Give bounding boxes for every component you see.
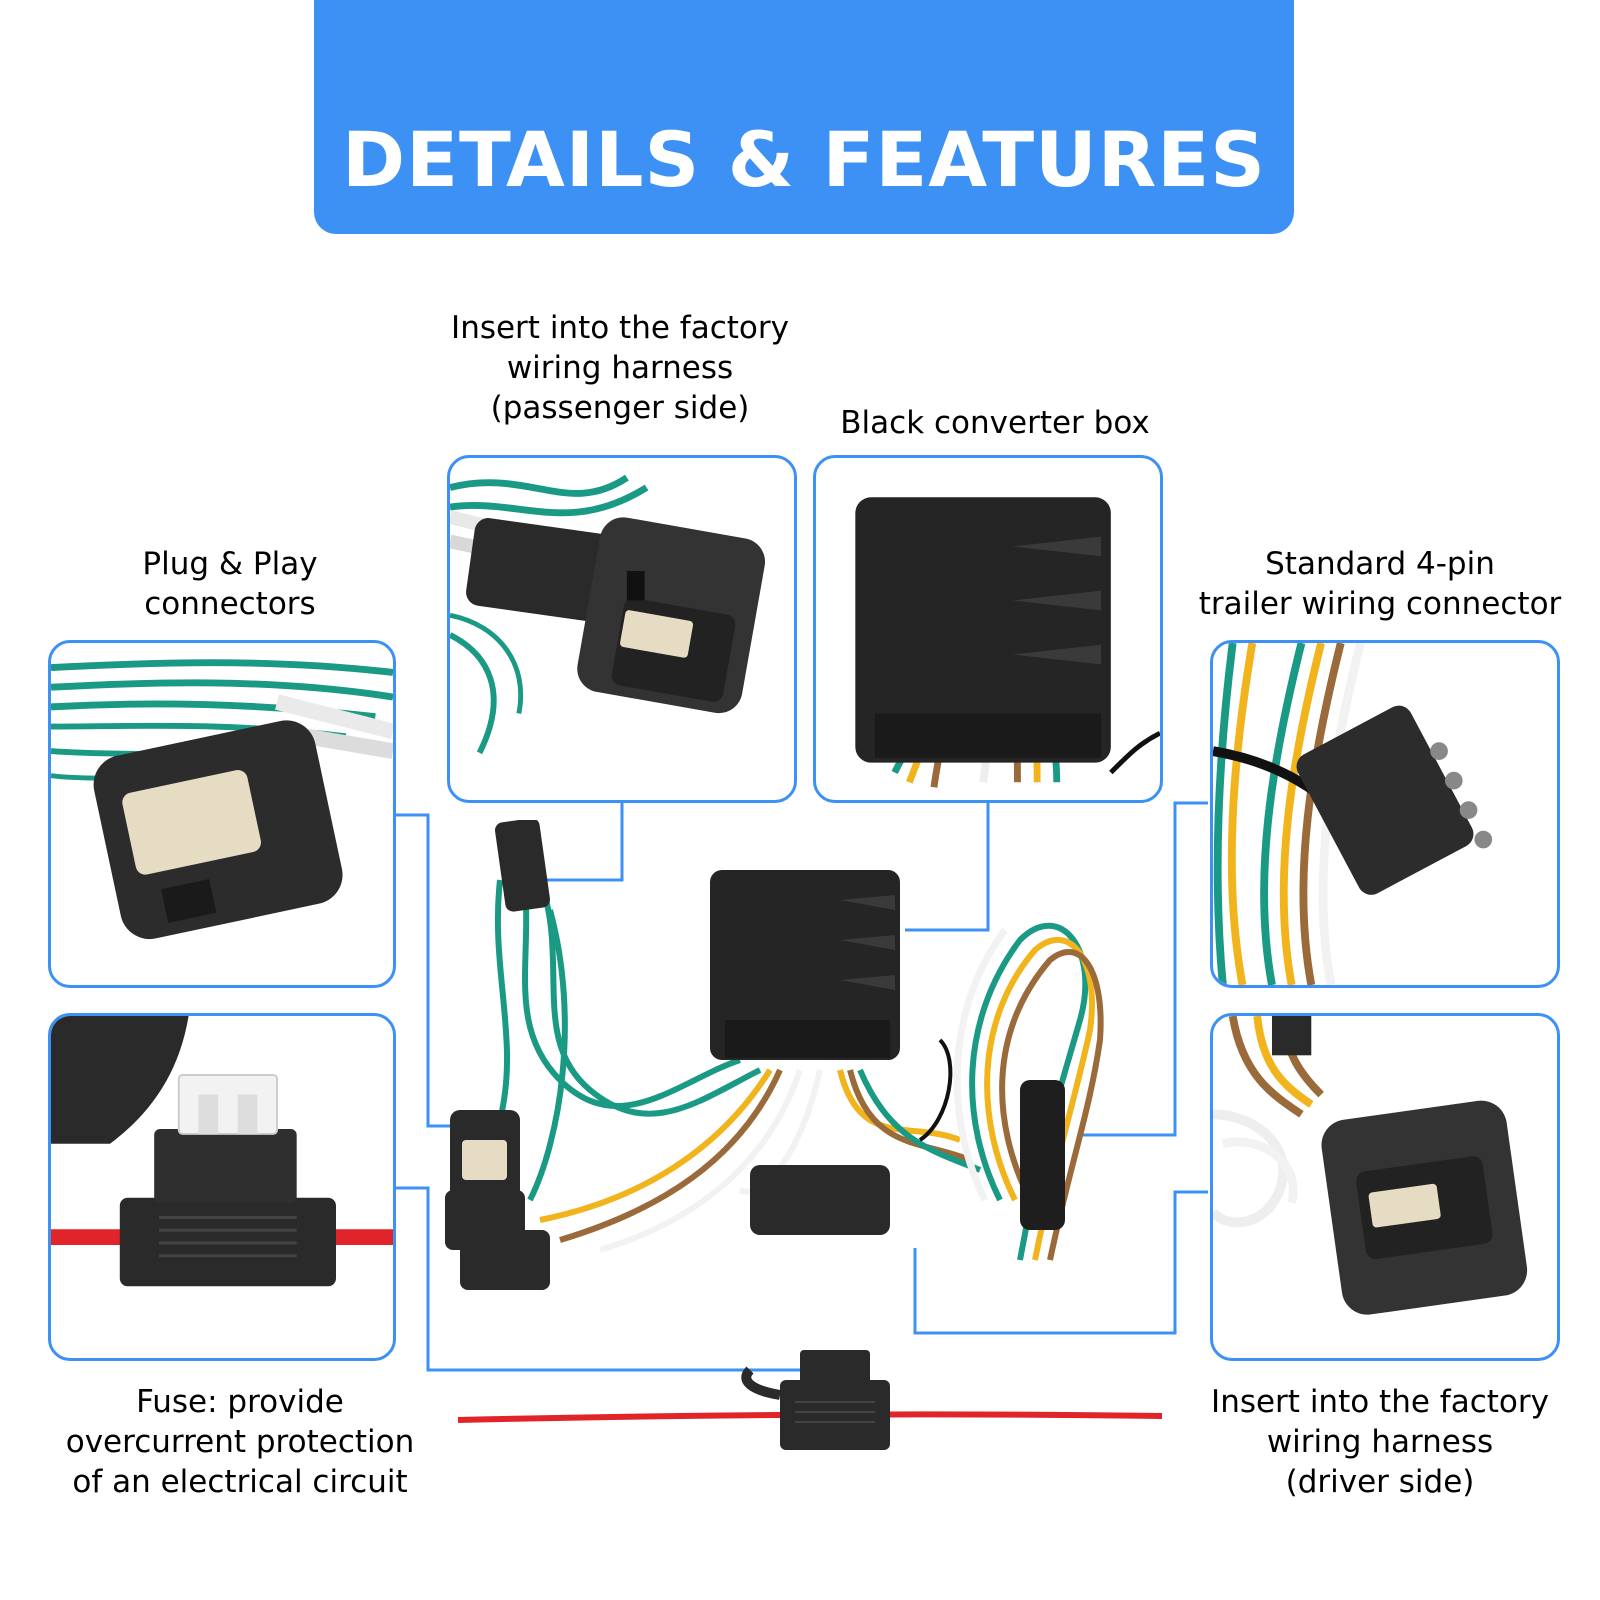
label-line: of an electrical circuit [72,1464,408,1500]
panel-4pin-connector [1210,640,1560,988]
fuse-icon [51,1016,393,1287]
label-converter-box: Black converter box [805,403,1185,443]
label-fuse: Fuse: provide overcurrent protection of … [40,1382,440,1502]
label-plug-and-play: Plug & Play connectors [50,544,410,624]
label-line: Plug & Play [142,546,318,582]
fuse-holder-image [450,1340,1170,1470]
panel-driver-connector [1210,1013,1560,1361]
connector-icon [51,659,393,940]
label-passenger-side: Insert into the factory wiring harness (… [440,308,800,428]
label-line: (passenger side) [490,390,750,426]
label-line: (driver side) [1285,1464,1475,1500]
converter-box-icon [855,497,1160,788]
panel-fuse [48,1013,396,1361]
label-line: Standard 4-pin [1265,546,1495,582]
product-harness-image [440,820,1160,1340]
label-line: connectors [144,586,316,622]
panel-plug-and-play [48,640,396,988]
label-standard-4pin: Standard 4-pin trailer wiring connector [1180,544,1580,624]
four-pin-plug-icon [1213,643,1493,985]
label-line: overcurrent protection [65,1424,415,1460]
label-line: Black converter box [840,405,1150,441]
fuse-icon [457,1350,1163,1450]
connector-icon [450,474,766,755]
label-driver-side: Insert into the factory wiring harness (… [1180,1382,1580,1502]
label-line: Insert into the factory [1211,1384,1549,1420]
label-line: Insert into the factory [451,310,789,346]
connector-icon [1213,1016,1528,1315]
panel-converter-box [813,455,1163,803]
label-line: Fuse: provide [136,1384,344,1420]
label-line: wiring harness [1266,1424,1494,1460]
label-line: trailer wiring connector [1198,586,1562,622]
converter-box-icon [445,820,1104,1290]
page-title: DETAILS & FEATURES [342,115,1266,204]
title-banner: DETAILS & FEATURES [314,0,1294,234]
label-line: wiring harness [506,350,734,386]
panel-passenger-connector [447,455,797,803]
